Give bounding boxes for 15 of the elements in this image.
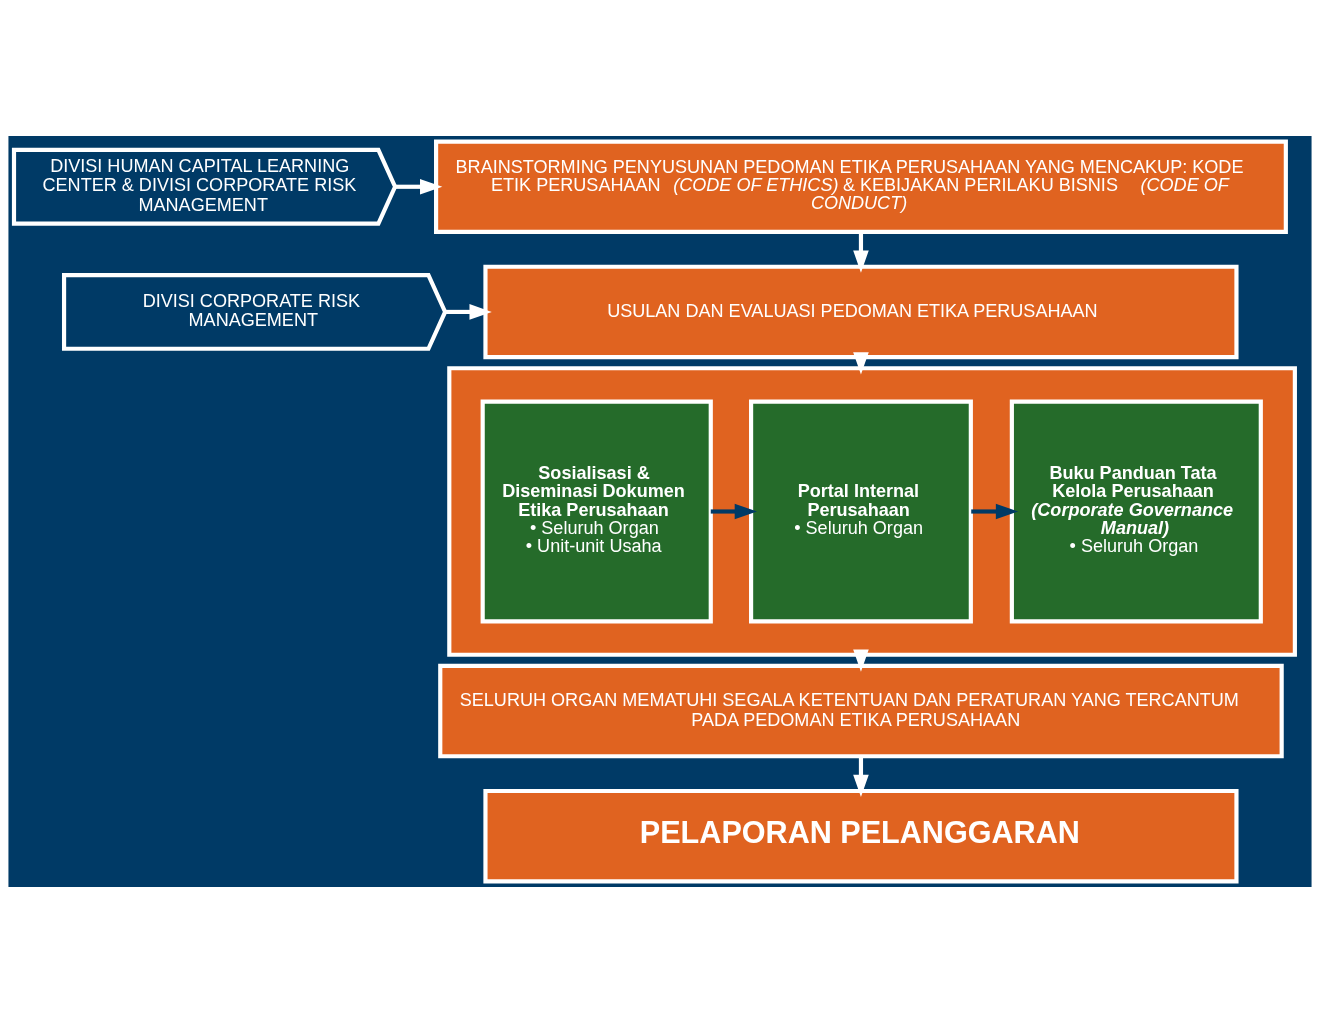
arrow — [853, 232, 869, 273]
arrow — [853, 352, 869, 375]
arrow — [395, 178, 443, 195]
arrow — [853, 649, 869, 672]
node-box: SELURUH ORGAN MEMATUHI SEGALA KETENTUAN DAN PERATURAN YANG TERCANTUM PADA PEDOMAN ETIKA PERUSAHAAN — [438, 663, 1284, 759]
node-box: Sosialisasi & Diseminasi Dokumen Etika Perusahaan • Seluruh Organ • Unit-unit Usaha — [480, 399, 713, 624]
arrow — [971, 503, 1019, 520]
node-box: Buku Panduan Tata Kelola Perusahaan (Corporate Governance Manual) • Seluruh Organ — [1009, 399, 1263, 624]
arrow — [710, 503, 757, 520]
node-box: BRAINSTORMING PENYUSUNAN PEDOMAN ETIKA PERUSAHAAN YANG MENCAKUP: KODE ETIK PERUSAHAAN (CODE OF ETHICS) & KEBIJAKAN PERILAKU BISNIS (CODE OF CONDUCT) — [434, 139, 1288, 235]
node-box: Portal Internal Perusahaan • Seluruh Organ — [749, 399, 973, 624]
cluster — [447, 366, 1297, 657]
node-box: PELAPORAN PELANGGARAN — [483, 788, 1239, 884]
arrow — [853, 756, 869, 798]
arrow — [445, 304, 492, 320]
